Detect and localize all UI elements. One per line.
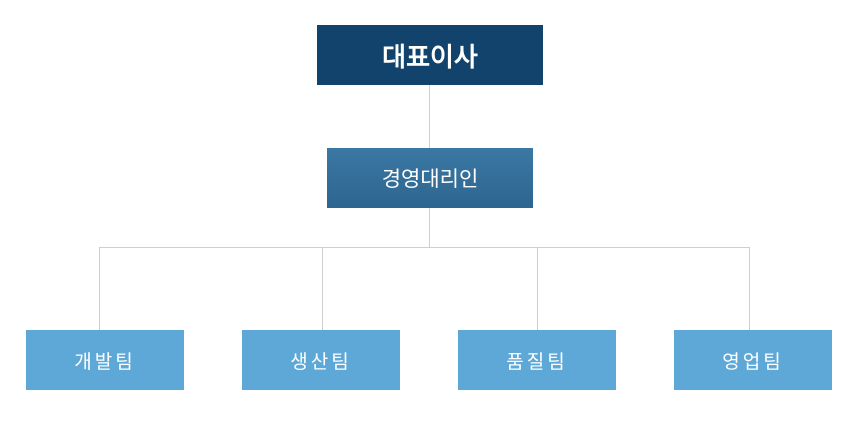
node-team-label: 개발팀 <box>74 350 136 373</box>
node-team-dev: 개발팀 <box>26 330 184 390</box>
node-ceo: 대표이사 <box>317 25 543 85</box>
connector-representative-to-branch <box>429 208 430 247</box>
connector-to-team-quality <box>537 247 538 330</box>
connector-ceo-to-representative <box>429 85 430 148</box>
connector-to-team-dev <box>99 247 100 330</box>
connector-to-team-sales <box>749 247 750 330</box>
node-team-sales: 영업팀 <box>674 330 832 390</box>
node-team-label: 영업팀 <box>722 350 784 373</box>
node-representative: 경영대리인 <box>327 148 533 208</box>
connector-to-team-production <box>322 247 323 330</box>
node-team-production: 생산팀 <box>242 330 400 390</box>
node-team-label: 품질팀 <box>506 350 568 373</box>
node-team-quality: 품질팀 <box>458 330 616 390</box>
node-representative-label: 경영대리인 <box>381 167 479 191</box>
connector-horizontal-branch <box>99 247 750 248</box>
node-ceo-label: 대표이사 <box>382 42 478 73</box>
node-team-label: 생산팀 <box>290 350 352 373</box>
